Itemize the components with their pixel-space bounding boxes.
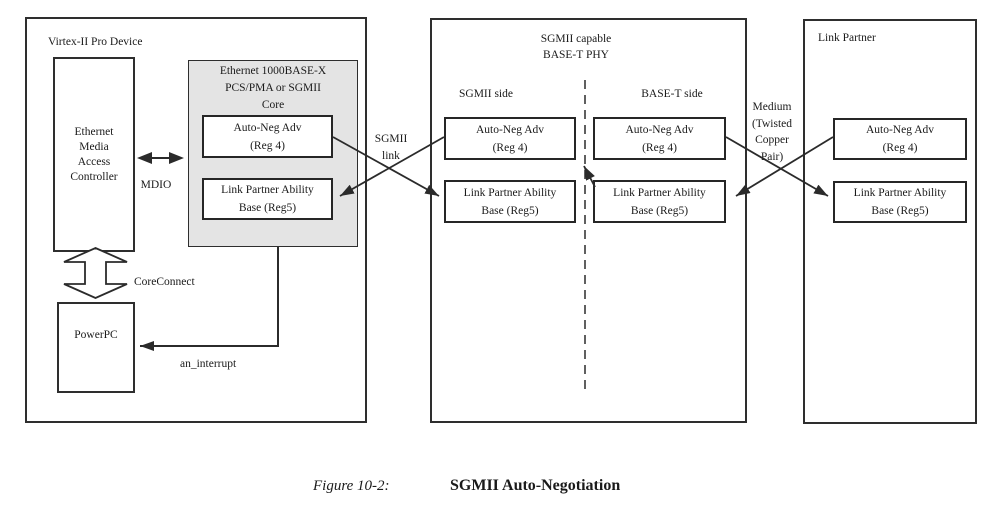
emac-line: Access <box>77 155 111 168</box>
figure-caption-label: Figure 10-2: <box>313 478 390 494</box>
powerpc-label: PowerPC <box>74 329 118 341</box>
medium-line: (Twisted <box>751 117 793 130</box>
baset-side-label: BASE-T side <box>641 88 703 100</box>
phy-baset-auto-neg-adv-box: Auto-Neg Adv (Reg 4) <box>593 117 726 160</box>
phy-title-line: SGMII capable <box>540 33 612 45</box>
phy-sgmii-auto-neg-adv-box: Auto-Neg Adv (Reg 4) <box>444 117 576 160</box>
sgmii-side-label: SGMII side <box>459 88 513 100</box>
regbox-line: Link Partner Ability <box>613 186 706 199</box>
link-partner-box <box>803 19 977 424</box>
sgmii-link-line: link <box>382 149 400 162</box>
sgmii-link-label: SGMII link <box>361 131 421 164</box>
regbox-line: (Reg 4) <box>642 141 677 154</box>
regbox-line: Base (Reg5) <box>238 202 297 214</box>
regbox-line: Auto-Neg Adv <box>625 123 694 136</box>
partner-auto-neg-adv-box: Auto-Neg Adv (Reg 4) <box>833 118 967 160</box>
phy-sgmii-link-partner-ability-box: Link Partner Ability Base (Reg5) <box>444 180 576 223</box>
medium-line: Medium <box>752 101 792 113</box>
regbox-line: Base (Reg5) <box>630 204 689 217</box>
figure-caption-title: SGMII Auto-Negotiation <box>450 477 621 494</box>
emac-line: Controller <box>70 170 118 183</box>
emac-line: Ethernet <box>74 125 114 138</box>
regbox-line: (Reg 4) <box>250 139 285 152</box>
pcs-pma-core-title: Ethernet 1000BASE-X PCS/PMA or SGMII Cor… <box>188 63 358 114</box>
regbox-line: Link Partner Ability <box>853 187 947 199</box>
virtex-device-title: Virtex-II Pro Device <box>48 36 143 48</box>
regbox-line: Auto-Neg Adv <box>233 121 302 134</box>
regbox-line: Link Partner Ability <box>221 184 314 196</box>
powerpc-box: PowerPC <box>57 302 135 393</box>
regbox-line: Link Partner Ability <box>463 186 557 199</box>
core-auto-neg-adv-box: Auto-Neg Adv (Reg 4) <box>202 115 333 158</box>
regbox-line: Base (Reg5) <box>871 205 929 217</box>
phy-baset-link-partner-ability-box: Link Partner Ability Base (Reg5) <box>593 180 726 223</box>
regbox-line: Auto-Neg Adv <box>475 123 545 136</box>
virtex-device-box <box>25 17 367 423</box>
baset-phy-title: SGMII capable BASE-T PHY <box>430 31 722 63</box>
regbox-line: (Reg 4) <box>492 141 528 154</box>
regbox-line: Auto-Neg Adv <box>865 124 935 136</box>
core-title-line: PCS/PMA or SGMII <box>225 82 321 94</box>
medium-label: Medium (Twisted Copper Pair) <box>741 99 803 165</box>
link-partner-title: Link Partner <box>818 32 876 44</box>
regbox-line: Base (Reg5) <box>481 204 539 217</box>
regbox-line: (Reg 4) <box>882 142 918 154</box>
coreconnect-label: CoreConnect <box>134 276 195 288</box>
mdio-label: MDIO <box>140 179 172 191</box>
core-link-partner-ability-box: Link Partner Ability Base (Reg5) <box>202 178 333 220</box>
emac-line: Media <box>79 140 109 153</box>
partner-link-partner-ability-box: Link Partner Ability Base (Reg5) <box>833 181 967 223</box>
sgmii-link-line: SGMII <box>374 133 408 145</box>
core-title-line: Ethernet 1000BASE-X <box>219 65 327 77</box>
core-title-line: Core <box>261 99 285 111</box>
emac-box: Ethernet Media Access Controller <box>53 57 135 252</box>
phy-title-line: BASE-T PHY <box>543 49 609 61</box>
an-interrupt-label: an_interrupt <box>180 358 237 370</box>
medium-line: Pair) <box>760 150 784 163</box>
baset-phy-box <box>430 18 747 423</box>
medium-line: Copper <box>755 134 789 146</box>
